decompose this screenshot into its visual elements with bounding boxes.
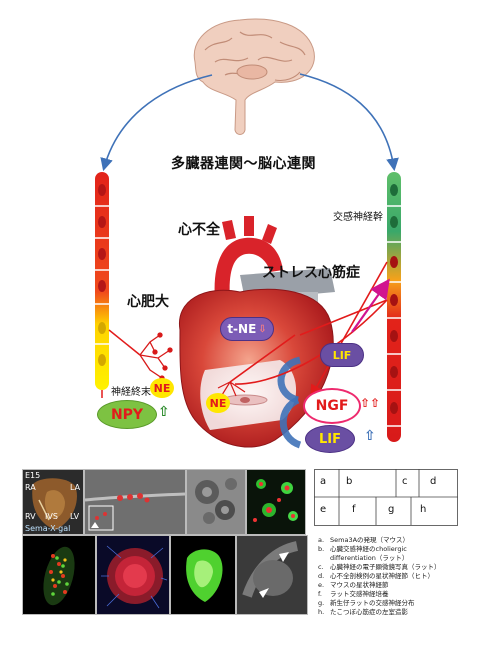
neonatal-rat-heart-image xyxy=(186,549,223,602)
legend-row: h.たこつぼ心筋症の左室造影 xyxy=(318,608,408,616)
label-sympathetic-trunk: 交感神経幹 xyxy=(333,212,383,223)
left-nerve-chain xyxy=(95,172,141,398)
panel-a-tag-ra: RA xyxy=(25,483,36,492)
takotsubo-angiogram-image xyxy=(237,536,307,614)
brain-illustration xyxy=(193,18,315,135)
efferent-lines xyxy=(229,261,388,398)
legend-row: b.心臓交感神経のcholiergic xyxy=(318,545,407,553)
ne-badge-left: NE xyxy=(150,378,174,398)
grid-h: h xyxy=(420,504,427,515)
sympathetic-culture-image xyxy=(101,545,168,609)
mouse-heart-image xyxy=(32,478,77,530)
panel-a-tag-la: LA xyxy=(70,483,81,492)
npy-badge: NPY xyxy=(97,400,157,429)
ngf-up-arrows: ⇧⇧ xyxy=(360,396,381,410)
grid-f: f xyxy=(352,504,356,515)
lif-badge-lower: LIF xyxy=(305,425,355,453)
legend-row: f.ラット交感神経培養 xyxy=(318,590,389,598)
right-nerve-chain xyxy=(387,172,401,442)
panel-e xyxy=(22,535,96,615)
panel-b xyxy=(84,469,186,535)
diagram-title: 多臓器連関〜脳心連関 xyxy=(171,156,316,172)
lif-up-arrow: ⇧ xyxy=(364,428,376,444)
grid-a: a xyxy=(320,476,327,487)
npy-up-arrow: ⇧ xyxy=(158,404,170,420)
legend-row: g.新生仔ラットの交感神経分布 xyxy=(318,599,415,607)
electron-micrograph-image xyxy=(195,478,237,524)
brain-right-arrow xyxy=(299,73,399,172)
panel-g xyxy=(170,535,236,615)
legend-row: e.マウスの星状神経節 xyxy=(318,581,389,589)
legend-row: a.Sema3Aの発現（マウス） xyxy=(318,536,410,544)
heart-illustration xyxy=(179,216,335,449)
panel-a-tag-lv: LV xyxy=(70,512,80,521)
panel-a-tag-ivs: IVS xyxy=(45,512,58,521)
label-nerve-terminal: 神経終末 xyxy=(111,387,151,398)
panel-a: E15 RA LA RV IVS LV Sema-X-gal xyxy=(22,469,84,535)
panel-a-tag-rv: RV xyxy=(25,512,36,521)
ngf-badge: NGF xyxy=(303,388,361,424)
magenta-arrow xyxy=(351,278,390,333)
grid-d: d xyxy=(430,476,437,487)
panel-f xyxy=(96,535,170,615)
nerve-culture-image xyxy=(85,492,185,531)
brain-heart-diagram xyxy=(95,18,401,449)
grid-e: e xyxy=(320,504,327,515)
tne-badge: t-NE ⇩ xyxy=(220,317,274,341)
brain-left-arrow xyxy=(100,74,213,172)
panel-legend: a.Sema3Aの発現（マウス） b.心臓交感神経のcholiergic dif… xyxy=(318,536,478,617)
panel-a-tag-semax: Sema-X-gal xyxy=(25,524,71,533)
tne-label: t-NE xyxy=(227,322,257,336)
label-stress-cardiomyopathy: ストレス心筋症 xyxy=(262,265,360,281)
stellate-ganglion-human-image xyxy=(253,479,298,522)
legend-row: c.心臓神経の電子顕微鏡写真（ラット） xyxy=(318,563,441,571)
panel-key-grid xyxy=(314,469,458,526)
legend-row: d.心不全剖検例の星状神経節（ヒト） xyxy=(318,572,434,580)
panel-h xyxy=(236,535,308,615)
panel-key-letters: a b c d e f g h xyxy=(314,469,458,526)
ne-badge-heart: NE xyxy=(206,393,230,413)
label-hypertrophy: 心肥大 xyxy=(127,294,169,310)
grid-g: g xyxy=(388,504,395,515)
lif-badge-upper: LIF xyxy=(320,343,364,367)
nerve-terminal-branches xyxy=(139,332,173,381)
panel-d xyxy=(246,469,306,535)
legend-row: differentiation（ラット） xyxy=(330,554,409,562)
grid-b: b xyxy=(346,476,353,487)
panel-a-tag-e15: E15 xyxy=(25,471,41,480)
grid-c: c xyxy=(402,476,408,487)
tne-down-arrow: ⇩ xyxy=(258,323,267,335)
stellate-ganglion-mouse-image xyxy=(43,546,75,606)
label-heart-failure: 心不全 xyxy=(178,222,220,238)
panel-c xyxy=(186,469,246,535)
